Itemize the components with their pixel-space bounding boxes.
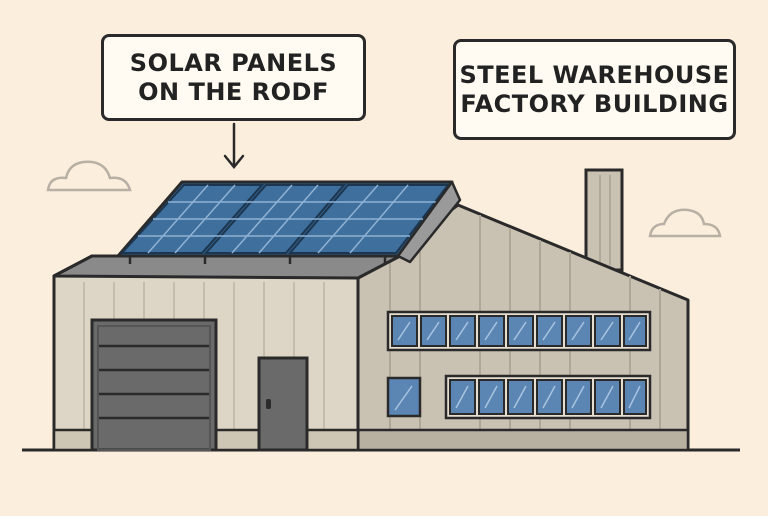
callout-line: SOLAR PANELS (129, 48, 338, 77)
arrow-down-icon (223, 122, 245, 169)
solar-panels-callout: SOLAR PANELS ON THE RODF (101, 34, 366, 121)
callout-line: STEEL WAREHOUSE (459, 60, 730, 89)
cloud-icon (648, 208, 722, 238)
callout-line: FACTORY BUILDING (460, 89, 729, 118)
garage-door-icon (90, 318, 218, 452)
window-strip-lower (444, 374, 652, 420)
cloud-icon (46, 160, 132, 192)
window-strip-upper (386, 310, 652, 352)
door-icon (257, 356, 309, 452)
building-type-callout: STEEL WAREHOUSE FACTORY BUILDING (453, 39, 736, 140)
callout-line: ON THE RODF (138, 77, 329, 106)
roof (52, 254, 402, 280)
solar-panel-array (116, 180, 462, 264)
window-single (386, 376, 422, 418)
chimney-icon (584, 168, 624, 272)
